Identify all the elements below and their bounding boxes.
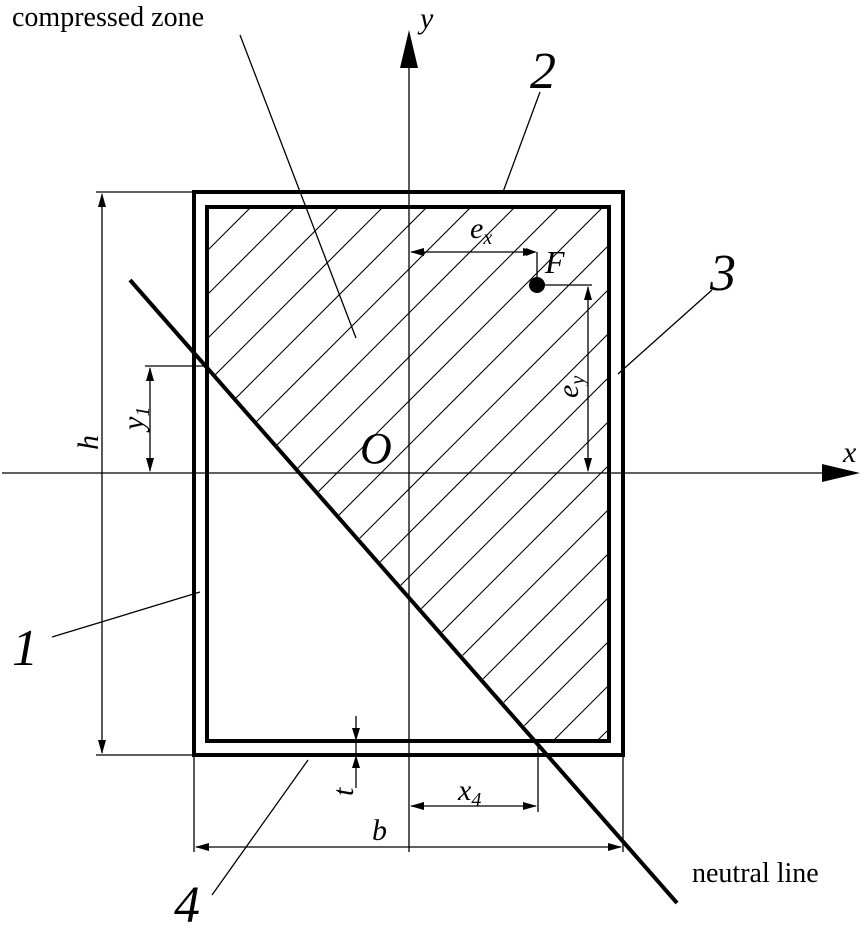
hatch-line: [207, 207, 609, 741]
hatch-line: [207, 207, 609, 741]
h-arrow-top: [98, 193, 106, 207]
origin-label: O: [360, 424, 392, 473]
h-arrow-bottom: [98, 740, 106, 754]
ey-label: ey: [552, 376, 589, 398]
hatch-line: [207, 207, 277, 741]
x4-label-sub: 4: [471, 789, 481, 811]
hatch-line: [207, 207, 609, 741]
x4-arrow-right: [523, 802, 537, 810]
y1-label: y1: [117, 407, 154, 433]
y1-arrow-bottom: [146, 458, 154, 472]
hatch-line: [207, 207, 453, 741]
force-label: F: [544, 244, 565, 280]
hatch-line: [0, 50, 100, 928]
compressed-zone-label: compressed zone: [12, 2, 204, 33]
part-4-label: 4: [174, 877, 200, 928]
ex-label: ex: [470, 212, 492, 249]
x-axis-arrowhead: [822, 464, 860, 482]
b-arrow-right: [608, 843, 622, 851]
ey-label-sub: y: [567, 376, 589, 387]
t-label: t: [327, 787, 360, 796]
hatch-line: [207, 207, 497, 741]
ex-arrow-left: [410, 248, 424, 256]
b-label: b: [372, 814, 387, 847]
part-2-leader: [502, 91, 541, 193]
ey-arrow-bottom: [584, 458, 592, 472]
y1-label-main: y: [117, 416, 150, 433]
hatch-line: [207, 207, 233, 741]
b-arrow-left: [195, 843, 209, 851]
hatch-line: [207, 207, 609, 741]
part-1-label: 1: [12, 620, 38, 677]
hatch-line: [0, 50, 144, 928]
ex-label-sub: x: [482, 227, 492, 249]
part-2-label: 2: [530, 43, 556, 100]
neutral-line: [128, 278, 679, 905]
outer-contour: [192, 190, 625, 757]
t-arrow-down: [352, 728, 360, 741]
part-1-leader: [51, 591, 201, 638]
part-4-leader: [211, 759, 309, 896]
h-label: h: [72, 435, 105, 450]
hatch-line: [207, 207, 609, 741]
hatch-line: [207, 207, 609, 741]
x4-arrow-left: [410, 802, 424, 810]
y1-label-sub: 1: [132, 407, 154, 417]
compressed-zone-leader: [239, 34, 357, 339]
t-arrow-up: [352, 755, 360, 768]
x-axis-label: x: [842, 436, 857, 469]
hatch-line: [207, 207, 609, 741]
hatch-line: [207, 207, 609, 741]
hatch-line: [207, 207, 365, 741]
compressed-zone-hatching: [0, 50, 609, 928]
x4-label: x4: [457, 774, 481, 811]
part-3-label: 3: [709, 245, 736, 302]
y-axis-label: y: [417, 2, 434, 35]
ey-arrow-top: [584, 286, 592, 300]
ey-label-main: e: [552, 385, 585, 398]
x4-label-main: x: [457, 774, 472, 807]
inner-contour: [205, 205, 611, 743]
neutral-line-label: neutral line: [692, 858, 819, 889]
ex-label-main: e: [470, 212, 483, 245]
hatch-line: [207, 207, 321, 741]
y-axis-arrowhead: [400, 30, 418, 68]
force-point: [529, 277, 545, 293]
ex-arrow-right: [523, 248, 537, 256]
hatch-line: [343, 207, 609, 741]
y1-arrow-top: [146, 367, 154, 381]
part-3-leader: [617, 289, 713, 375]
hatch-line: [0, 50, 188, 928]
